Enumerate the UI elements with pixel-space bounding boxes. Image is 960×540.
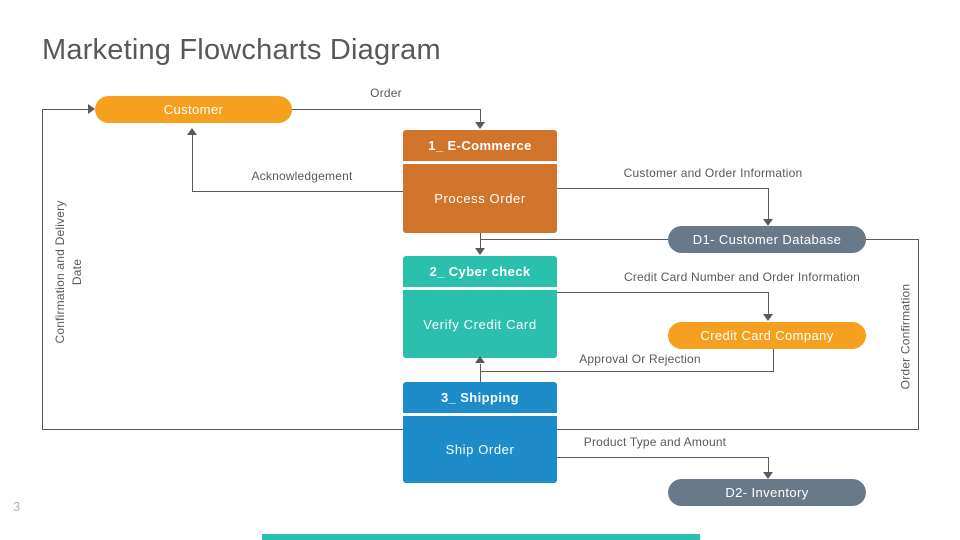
arrowhead-right-customer-icon xyxy=(88,104,95,114)
connector-cc-number-v xyxy=(768,292,769,315)
node-cyber-check-header: 2_ Cyber check xyxy=(403,256,557,287)
connector-approval-v2 xyxy=(480,364,481,372)
edge-label-approval-or-rejection: Approval Or Rejection xyxy=(579,352,701,366)
node-d2-inventory: D2- Inventory xyxy=(668,479,866,506)
node-customer: Customer xyxy=(95,96,292,123)
connector-order-v xyxy=(480,109,481,123)
connector-to-cyber-v xyxy=(480,233,481,249)
connector-cc-number-h xyxy=(557,292,768,293)
arrowhead-down-d1-icon xyxy=(763,219,773,226)
edge-label-order-confirmation: Order Confirmation xyxy=(898,283,913,390)
connector-product-type-v xyxy=(768,457,769,473)
edge-label-acknowledgement: Acknowledgement xyxy=(251,169,353,183)
node-credit-card-company: Credit Card Company xyxy=(668,322,866,349)
connector-order-confirmation-v xyxy=(918,239,919,430)
connector-acknowledgement-v xyxy=(192,135,193,191)
footer-accent-bar xyxy=(262,534,700,540)
connector-confirmation-delivery-h1 xyxy=(42,429,403,430)
arrowhead-down-cyber-check-icon xyxy=(475,248,485,255)
edge-label-cc-number-order-info: Credit Card Number and Order Information xyxy=(623,270,861,284)
connector-customer-order-info-v xyxy=(768,188,769,219)
connector-product-type-h xyxy=(557,457,768,458)
arrowhead-up-customer-icon xyxy=(187,128,197,135)
arrowhead-up-verify-credit-card-icon xyxy=(475,356,485,363)
node-shipping-header: 3_ Shipping xyxy=(403,382,557,413)
connector-order-confirmation-h2 xyxy=(557,429,919,430)
arrowhead-down-credit-card-company-icon xyxy=(763,314,773,321)
connector-confirmation-delivery-h2 xyxy=(42,109,89,110)
node-ecommerce-body: Process Order xyxy=(403,164,557,233)
node-d1-customer-database: D1- Customer Database xyxy=(668,226,866,253)
edge-label-order: Order xyxy=(370,86,402,100)
connector-d1-to-cyber-h xyxy=(480,239,668,240)
connector-order-confirmation-h1 xyxy=(866,239,918,240)
edge-label-confirmation-delivery-date: Confirmation and Delivery Date xyxy=(53,200,84,344)
node-ecommerce-header: 1_ E-Commerce xyxy=(403,130,557,161)
edge-label-customer-order-info: Customer and Order Information xyxy=(623,166,803,180)
arrowhead-down-d2-icon xyxy=(763,472,773,479)
page-title: Marketing Flowcharts Diagram xyxy=(42,34,441,66)
connector-approval-h xyxy=(480,371,774,372)
connector-confirmation-delivery-v xyxy=(42,109,43,430)
node-cyber-check-body: Verify Credit Card xyxy=(403,290,557,358)
node-shipping-body: Ship Order xyxy=(403,416,557,483)
connector-order-h xyxy=(292,109,480,110)
edge-label-product-type-amount: Product Type and Amount xyxy=(583,435,727,449)
connector-acknowledgement-h xyxy=(192,191,403,192)
connector-customer-order-info-h xyxy=(557,188,768,189)
page-number: 3 xyxy=(13,499,21,514)
connector-approval-v1 xyxy=(773,349,774,372)
arrowhead-down-ecommerce-icon xyxy=(475,122,485,129)
connector-to-shipping-v xyxy=(480,371,481,382)
